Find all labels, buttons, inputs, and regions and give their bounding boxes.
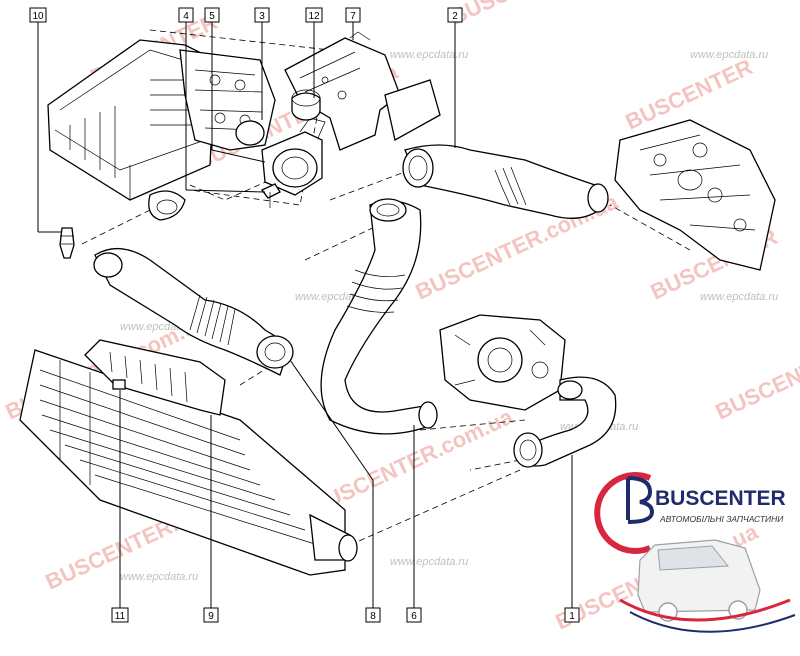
callout-label: 2 [452, 11, 458, 22]
callout-label: 4 [183, 11, 189, 22]
air-deflector [84, 339, 226, 416]
gasket-ring [235, 120, 265, 146]
callout-label: 12 [308, 11, 320, 22]
callout-8[interactable]: 8 [365, 607, 381, 623]
hose-upper-turbo [402, 144, 609, 219]
callout-2[interactable]: 2 [447, 7, 463, 23]
buscenter-logo: BUSCENTER АВТОМОБІЛЬНІ ЗАПЧАСТИНИ [594, 472, 796, 633]
callout-label: 5 [209, 11, 215, 22]
callout-9[interactable]: 9 [203, 607, 219, 623]
callout-label: 11 [115, 611, 126, 622]
watermark-site: www.epcdata.ru [120, 571, 198, 583]
watermark-brand: BUSCENTER [712, 344, 800, 425]
bolt [260, 183, 281, 208]
exhaust-manifold [614, 119, 776, 271]
callout-11[interactable]: 11 [111, 607, 129, 623]
callout-4[interactable]: 4 [178, 7, 194, 23]
logo-b-blue-letter [626, 476, 655, 524]
watermark-site: www.epcdata.ru [390, 556, 468, 568]
callout-10[interactable]: 10 [29, 7, 47, 23]
callout-label: 3 [259, 11, 265, 22]
callout-label: 6 [411, 611, 417, 622]
callout-label: 7 [350, 11, 356, 22]
callout-6[interactable]: 6 [406, 607, 422, 623]
callout-12[interactable]: 12 [305, 7, 323, 23]
watermark-site: www.epcdata.ru [700, 291, 778, 303]
callout-7[interactable]: 7 [345, 7, 361, 23]
bus-icon [619, 539, 796, 633]
logo-name: BUSCENTER [655, 487, 786, 510]
callout-5[interactable]: 5 [204, 7, 220, 23]
logo-subtitle: АВТОМОБІЛЬНІ ЗАПЧАСТИНИ [659, 514, 784, 524]
leader-lines [37, 22, 573, 608]
hose-intake-duct [93, 248, 294, 376]
hose-charge-air-long [320, 198, 438, 435]
callout-label: 8 [370, 611, 376, 622]
rubber-mount [291, 89, 321, 121]
callout-label: 9 [208, 611, 214, 622]
intercooler [19, 349, 358, 576]
watermark-brand: BUSCENTER [447, 0, 582, 30]
turbocharger [439, 314, 566, 411]
callout-1[interactable]: 1 [564, 607, 580, 623]
logo-c-red-arc [594, 472, 652, 554]
callout-3[interactable]: 3 [254, 7, 270, 23]
air-flow-meter [261, 117, 326, 196]
watermark-site: www.epcdata.ru [390, 49, 468, 61]
hose-lower-turbo [513, 376, 617, 468]
temperature-sensor [59, 227, 75, 259]
watermark-site: www.epcdata.ru [690, 49, 768, 61]
callout-label: 10 [32, 11, 44, 22]
callout-label: 1 [569, 611, 575, 622]
